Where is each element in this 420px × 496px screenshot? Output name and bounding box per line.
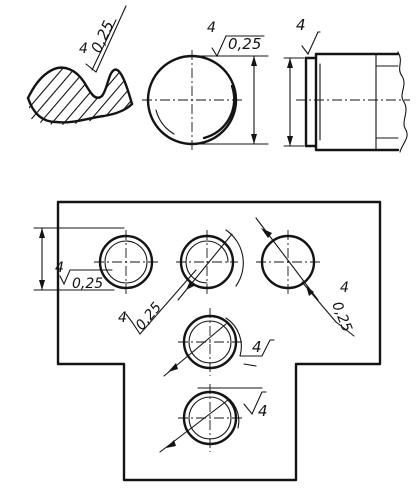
hole-bottom: [159, 384, 263, 453]
roughness-grade: 4: [296, 16, 306, 34]
roughness-grade: 4: [55, 260, 64, 276]
roughness-symbol-plate-diag-left: 4 0,25: [118, 269, 197, 335]
round-part-front-view: [142, 50, 269, 152]
roughness-symbol-plate-diag-right: 4 0,25: [328, 280, 355, 337]
tooth-profile: [26, 66, 134, 106]
roughness-value: 0,25: [87, 18, 117, 56]
roughness-grade: 4: [258, 402, 268, 420]
section-break: [26, 96, 134, 124]
roughness-symbol-top-left: 4 0,25: [79, 5, 127, 73]
roughness-grade: 4: [252, 338, 262, 356]
roughness-symbol-top-right: 4: [296, 16, 321, 56]
roughness-value: 0,25: [133, 299, 165, 333]
plate-outline: [56, 200, 382, 482]
roughness-grade: 4: [79, 41, 88, 57]
roughness-symbol-plate-bottom: 4: [243, 391, 268, 420]
roughness-symbol-plate-left: 4 0,25: [55, 260, 113, 292]
roughness-grade: 4: [118, 310, 127, 326]
roughness-grade: 4: [207, 20, 216, 36]
hole-center-top: [176, 229, 244, 301]
shaft-side-view: [283, 51, 410, 153]
roughness-value: 0,25: [228, 35, 261, 53]
roughness-symbol-top-middle: 4 0,25: [207, 20, 265, 58]
hole-left: [33, 227, 158, 294]
roughness-value: 0,25: [72, 276, 103, 292]
hole-right: [255, 217, 337, 323]
roughness-symbol-plate-mid: 4: [239, 338, 275, 367]
roughness-grade: 4: [340, 280, 349, 296]
hole-middle: [163, 308, 242, 377]
